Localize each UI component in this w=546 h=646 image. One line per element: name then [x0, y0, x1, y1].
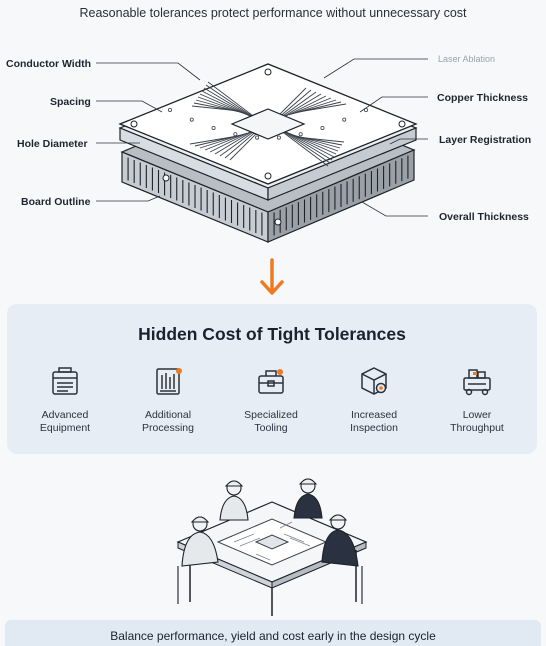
callout-hole-diameter: Hole Diameter: [17, 138, 88, 150]
cost-item-label-line2: Inspection: [350, 422, 398, 434]
cost-item-label-line2: Tooling: [254, 422, 288, 434]
cost-item-advanced-equipment: Advanced Equipment: [15, 364, 115, 435]
processing-icon: [156, 368, 182, 395]
team-meeting-illustration: [176, 478, 368, 616]
callout-board-outline: Board Outline: [21, 196, 91, 208]
callout-copper-thickness: Copper Thickness: [437, 92, 529, 104]
inspection-icon: [361, 367, 387, 395]
cost-item-label-line2: Throughput: [450, 422, 504, 434]
cost-item-label-line2: Processing: [142, 422, 194, 434]
cost-item-lower-throughput: Lower Throughput: [427, 364, 527, 435]
cost-item-label-line1: Increased: [350, 409, 398, 421]
engineer-figure: [177, 516, 219, 604]
cost-item-additional-processing: Additional Processing: [118, 364, 218, 435]
footer-text: Balance performance, yield and cost earl…: [110, 629, 436, 643]
cost-item-label-line1: Advanced: [41, 409, 89, 421]
callout-layer-registration: Layer Registration: [439, 134, 532, 146]
footer-banner: Balance performance, yield and cost earl…: [5, 620, 541, 646]
cost-item-label-line1: Additional: [144, 409, 192, 421]
pcb-board-illustration: [96, 58, 428, 243]
cost-item-label-line1: Lower: [462, 409, 492, 421]
callout-spacing: Spacing: [50, 96, 91, 108]
equipment-icon: [52, 367, 78, 395]
cost-item-specialized-tooling: Specialized Tooling: [221, 364, 321, 435]
throughput-icon: [463, 369, 491, 396]
panel-title: Hidden Cost of Tight Tolerances: [138, 324, 406, 344]
callout-conductor-width: Conductor Width: [6, 58, 92, 70]
page-caption: Reasonable tolerances protect performanc…: [79, 6, 467, 20]
down-arrow-icon: [260, 258, 284, 295]
hidden-cost-panel: Hidden Cost of Tight Tolerances Advanced…: [7, 304, 537, 454]
engineer-figure: [219, 480, 249, 521]
callout-laser-ablation: Laser Ablation: [438, 54, 496, 64]
engineer-figure: [321, 514, 363, 604]
toolbox-icon: [258, 369, 284, 394]
cost-item-label-line1: Specialized: [244, 409, 298, 421]
cost-item-increased-inspection: Increased Inspection: [324, 364, 424, 435]
cost-item-label-line2: Equipment: [39, 422, 91, 434]
engineer-figure: [293, 478, 323, 519]
callout-overall-thickness: Overall Thickness: [439, 211, 529, 223]
